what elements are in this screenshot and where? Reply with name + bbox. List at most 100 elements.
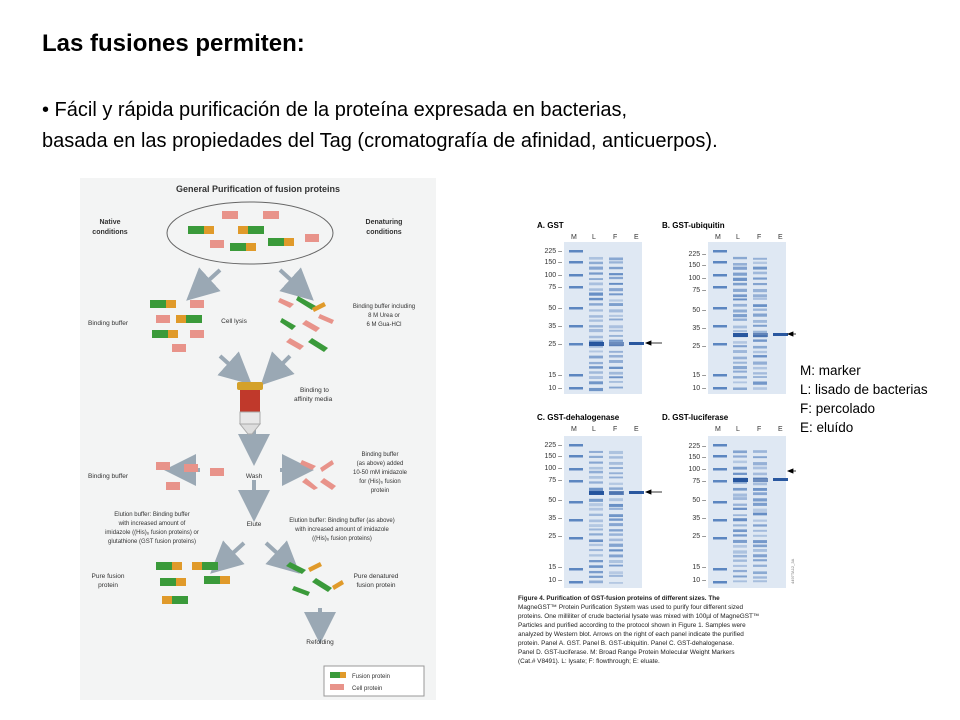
gel-figure-svg: A. GST B. GST-ubiquitin C. GST-dehalogen… (518, 221, 796, 665)
lysate-band (733, 507, 747, 510)
lysate-band (609, 529, 623, 532)
purified-band (753, 478, 768, 482)
lysate-band (733, 550, 747, 554)
elution-4: glutathione (GST fusion proteins) (108, 539, 196, 545)
legend-l: L: lisado de bacterias (800, 382, 928, 397)
elution-2: with increased amount of (118, 521, 186, 527)
lysate-band (733, 564, 747, 567)
bb-urea-3: 6 M Gua-HCl (366, 322, 401, 328)
lysate-band (589, 519, 603, 523)
lysate-band (733, 569, 747, 573)
mw-a-25: 25 – (548, 341, 562, 348)
mw-d-75: 75 – (692, 478, 706, 485)
lysate-band (733, 460, 747, 464)
marker-band (569, 286, 583, 289)
lysate-band (733, 554, 747, 558)
marker-band (713, 581, 727, 584)
lysate-band (589, 371, 603, 374)
lysate-band (609, 467, 623, 470)
pure-2: protein (98, 582, 118, 589)
native-label-2: conditions (92, 229, 127, 236)
bb-added-5: protein (371, 488, 389, 494)
caption-3: proteins. One milliliter of crude bacter… (518, 613, 759, 620)
lysate-band (753, 456, 767, 459)
lysate-band (753, 330, 767, 334)
purified-band (733, 333, 748, 337)
lysate-band (609, 276, 623, 280)
lysate-band (733, 575, 747, 578)
marker-band (569, 581, 583, 584)
lysate-band (753, 544, 767, 548)
lysate-band (733, 288, 747, 292)
elution2-2: with increased amount of imidazole (294, 527, 389, 533)
lysate-band (609, 514, 623, 518)
lysate-band (609, 482, 623, 485)
mw-d-225: 225 – (688, 443, 706, 450)
bb-added-1: Binding buffer (362, 452, 399, 458)
marker-band (713, 501, 727, 504)
lysate-band (733, 256, 747, 260)
lysate-band (753, 261, 767, 265)
marker-band (713, 307, 727, 310)
lysate-band (589, 319, 603, 322)
mw-d-15: 15 – (692, 564, 706, 571)
lysate-band (733, 325, 747, 329)
elution2-3: ((His)₆ fusion proteins) (312, 536, 372, 542)
lysate-band (589, 297, 603, 301)
mw-d-50: 50 – (692, 497, 706, 504)
lysate-band (733, 282, 747, 286)
purified-arrows (644, 331, 796, 495)
marker-band (713, 455, 727, 458)
lysate-band (733, 481, 747, 484)
lysate-band (589, 350, 603, 353)
purified-band (733, 478, 748, 482)
lysate-band (589, 533, 603, 536)
lysate-band (733, 298, 747, 301)
marker-band (713, 444, 727, 447)
caption-2: MagneGST™ Protein Purification System wa… (518, 604, 744, 611)
gel-c (564, 436, 642, 588)
lane-l-b: L (736, 234, 740, 241)
marker-band (569, 325, 583, 328)
lysate-band (609, 498, 623, 502)
lysate-band (589, 507, 603, 511)
lysate-band (753, 313, 767, 317)
lane-m-a: M (571, 234, 577, 241)
marker-band (713, 519, 727, 522)
lysate-band (753, 288, 767, 293)
lysate-band (609, 518, 623, 521)
binding-media-1: Binding to (300, 387, 329, 394)
lysate-band (589, 355, 603, 359)
lysate-band (609, 282, 623, 285)
pure-1: Pure fusion (92, 573, 125, 580)
lysate-band (609, 574, 623, 577)
lysate-band (733, 472, 747, 475)
gel-title-b: B. GST-ubiquitin (662, 221, 725, 230)
lysate-band (753, 372, 767, 375)
lysate-band (733, 341, 747, 344)
lysate-band (733, 266, 747, 270)
lysate-band (589, 487, 603, 491)
lysate-band (609, 533, 623, 536)
marker-band (569, 519, 583, 522)
lysate-band (609, 293, 623, 296)
gel-d (708, 436, 786, 588)
mw-b-50: 50 – (692, 307, 706, 314)
lysate-band (609, 559, 623, 564)
lysate-band (753, 308, 767, 311)
lysate-band (733, 544, 747, 548)
lane-e-d: E (778, 426, 783, 433)
lysate-band (609, 376, 623, 379)
lysate-band (733, 466, 747, 470)
pure-den-1: Pure denatured (354, 573, 399, 580)
mw-b-10: 10 – (692, 385, 706, 392)
lane-e-a: E (634, 234, 639, 241)
gel-figure: A. GST B. GST-ubiquitin C. GST-dehalogen… (512, 212, 796, 682)
lysate-band (609, 314, 623, 317)
marker-band (713, 286, 727, 289)
lysate-band (589, 580, 603, 584)
lysate-band (609, 554, 623, 558)
bb-added-3: 10-50 mM imidazole (353, 470, 408, 476)
marker-band (569, 387, 583, 390)
bullet-line-1: • Fácil y rápida purificación de la prot… (42, 99, 628, 121)
